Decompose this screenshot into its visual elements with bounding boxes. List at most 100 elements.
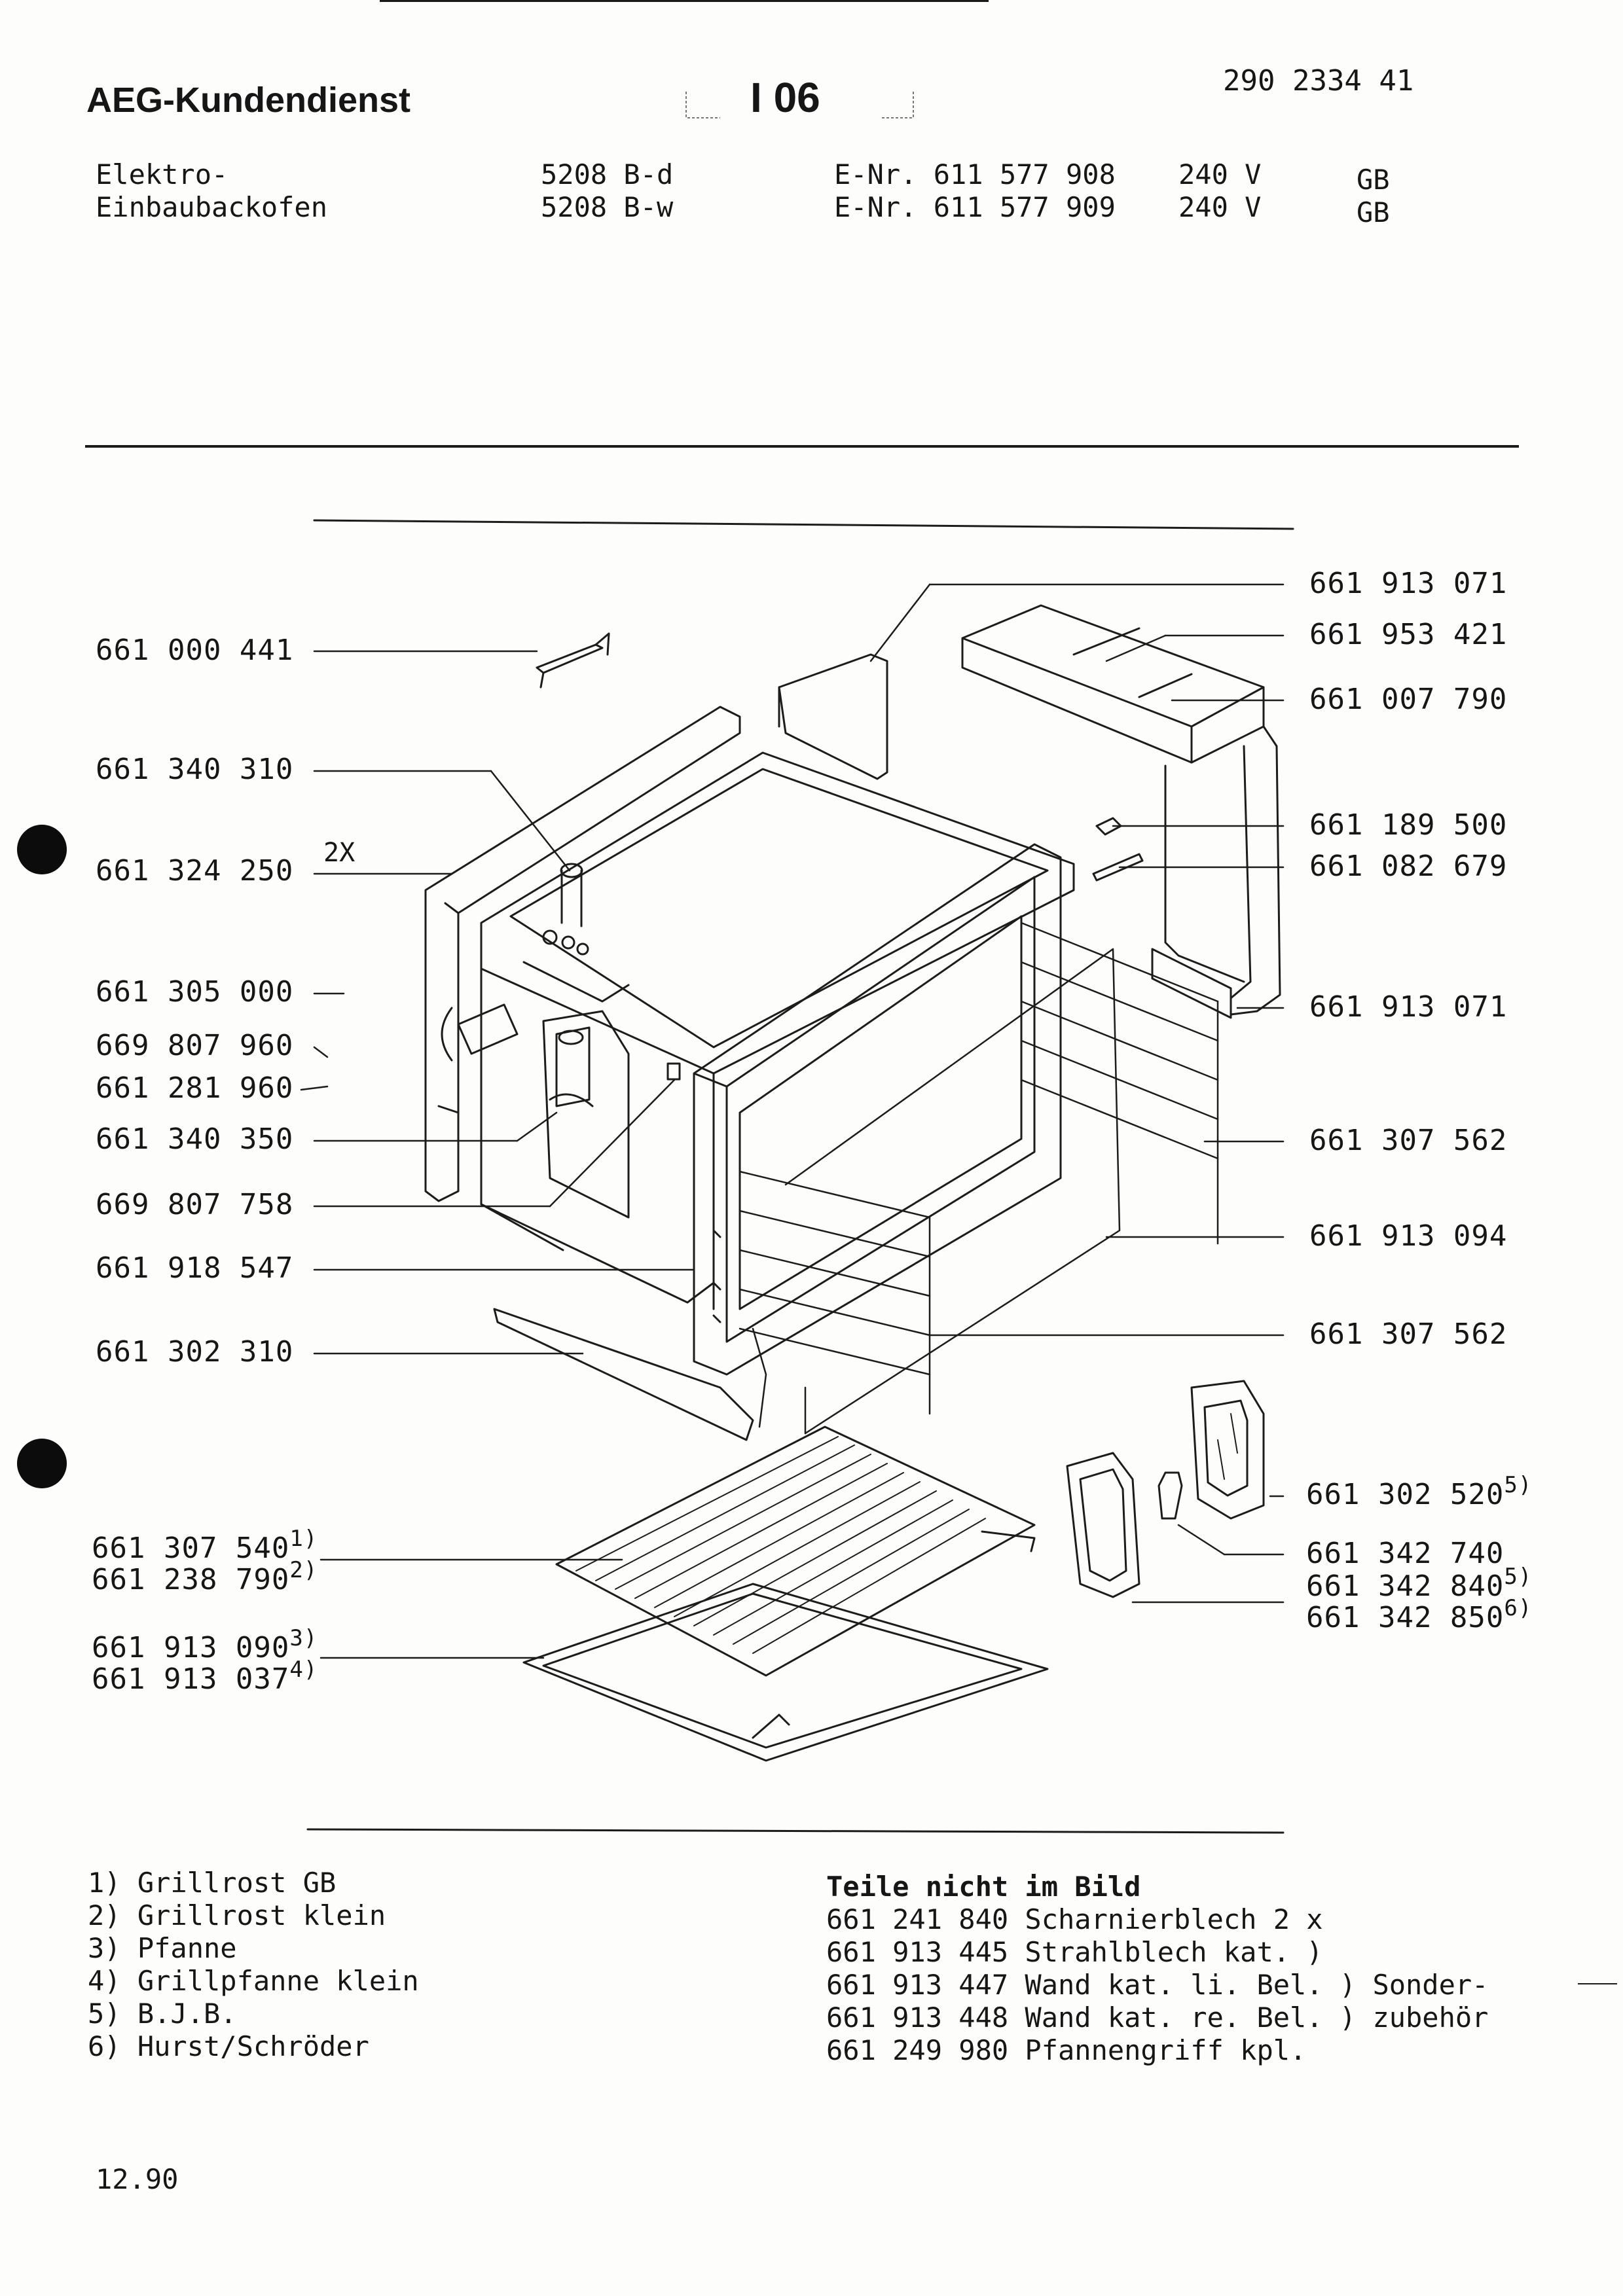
country-2: GB [1357,196,1390,228]
callout-right-10-label: 661 302 520 [1306,1478,1504,1511]
callout-left-1: 661 000 441 [96,634,294,667]
callout-left-3: 661 324 250 [96,854,294,888]
not-shown-item-5: 661 249 980 Pfannengriff kpl. [826,2034,1488,2067]
callout-right-11: 661 342 740 [1306,1537,1504,1570]
not-shown-item-1: 661 241 840 Scharnierblech 2 x [826,1903,1488,1936]
not-shown-item-3-text: 661 913 447 Wand kat. li. Bel. ) [826,1969,1357,2001]
top-edge-rule [380,0,989,2]
margin-tick [1578,1983,1617,1984]
footnotes-list: 1) Grillrost GB 2) Grillrost klein 3) Pf… [88,1867,419,2063]
callout-right-12-note: 5) [1504,1564,1533,1590]
grill-pan [522,1583,1049,1762]
drawing-bottom-rule [306,1828,1285,1834]
revision-date: 12.90 [96,2163,179,2195]
callout-left-14: 661 913 0374) [92,1657,318,1696]
callout-left-8: 669 807 758 [96,1188,294,1221]
callout-left-11: 661 307 5401) [92,1526,318,1565]
callout-left-14-label: 661 913 037 [92,1662,290,1696]
country-1: GB [1357,164,1390,196]
callout-right-3: 661 007 790 [1309,683,1508,716]
callout-left-6: 661 281 960 [96,1071,294,1105]
section-box-frame [685,92,914,118]
rear-shield-plate [778,653,888,780]
callout-right-13-note: 6) [1504,1595,1533,1621]
footnote-2: 2) Grillrost klein [88,1899,386,1931]
shelf-racks [739,922,1219,1435]
grill-rack [555,1426,1036,1677]
callout-left-11-note: 1) [289,1526,318,1552]
callout-left-13-note: 3) [289,1625,318,1651]
callout-right-2: 661 953 421 [1309,618,1508,651]
punch-hole-bottom [17,1439,67,1488]
not-shown-item-2-text: 661 913 445 Strahlblech kat. ) [826,1936,1323,1968]
not-shown-item-4-text: 661 913 448 Wand kat. re. Bel. ) [826,2001,1357,2034]
callout-left-10: 661 302 310 [96,1335,294,1369]
not-shown-title: Teile nicht im Bild [826,1871,1141,1903]
callout-left-7: 661 340 350 [96,1122,294,1156]
callout-left-12-note: 2) [289,1557,318,1583]
not-shown-item-1-text: 661 241 840 Scharnierblech 2 x [826,1903,1323,1935]
footnote-6: 6) Hurst/Schröder [88,2030,369,2062]
callout-right-5: 661 082 679 [1309,850,1508,883]
enr-2: E-Nr. 611 577 909 [834,191,1116,223]
footnote-3: 3) Pfanne [88,1932,237,1964]
model-1: 5208 B-d [541,158,674,190]
brand-title: AEG-Kundendienst [86,81,410,120]
product-line-2: Einbaubackofen [96,191,328,223]
drawing-top-rule [313,519,1294,530]
not-shown-item-5-text: 661 249 980 Pfannengriff kpl. [826,2034,1307,2066]
footnote-1: 1) Grillrost GB [88,1867,337,1899]
callout-right-10-note: 5) [1504,1472,1533,1498]
oven-cavity [480,751,1075,1310]
document-number: 290 2334 41 [1223,64,1414,98]
not-shown-item-3: 661 913 447 Wand kat. li. Bel. ) Sonder- [826,1969,1488,2001]
footnote-4: 4) Grillpfanne klein [88,1965,419,1997]
product-line-1: Elektro- [96,158,228,190]
callout-right-13: 661 342 8506) [1306,1595,1532,1634]
callout-left-5: 669 807 960 [96,1029,294,1062]
model-2: 5208 B-w [541,191,674,223]
lamp-assembly [1066,1380,1265,1598]
section-box [681,65,920,128]
punch-hole-top [17,825,67,874]
clip-parts [1092,817,1144,882]
callout-right-4: 661 189 500 [1309,808,1508,842]
callout-right-10: 661 302 5205) [1306,1472,1532,1511]
enr-1: E-Nr. 611 577 908 [834,158,1116,190]
leader-lines-right [869,583,1285,1604]
callout-left-2: 661 340 310 [96,753,294,786]
callout-left-11-label: 661 307 540 [92,1532,290,1565]
leader-lines-left [300,650,695,1659]
handle-part [536,632,610,689]
callout-left-3-qty: 2X [323,838,356,868]
callout-right-7: 661 307 562 [1309,1124,1508,1157]
callout-left-13-label: 661 913 090 [92,1631,290,1664]
callout-left-4: 661 305 000 [96,975,294,1009]
top-insulation [961,604,1281,1019]
front-frame [666,843,1062,1376]
not-shown-item-2: 661 913 445 Strahlblech kat. ) [826,1936,1488,1969]
callout-left-12: 661 238 7902) [92,1557,318,1596]
footnote-5: 5) B.J.B. [88,1998,237,2030]
not-shown-section: Teile nicht im Bild 661 241 840 Scharnie… [826,1871,1488,2067]
callout-left-12-label: 661 238 790 [92,1563,290,1596]
callout-left-14-note: 4) [289,1657,318,1683]
callout-right-1: 661 913 071 [1309,567,1508,600]
callout-left-13: 661 913 0903) [92,1625,318,1664]
not-shown-item-4: 661 913 448 Wand kat. re. Bel. ) zubehör [826,2001,1488,2034]
voltage-1: 240 V [1178,158,1262,190]
callout-right-12-label: 661 342 840 [1306,1570,1504,1603]
callout-right-12: 661 342 8405) [1306,1564,1532,1603]
callout-right-13-label: 661 342 850 [1306,1601,1504,1634]
left-side-panel [424,706,741,1202]
callout-right-8: 661 913 094 [1309,1219,1508,1253]
voltage-2: 240 V [1178,191,1262,223]
callout-left-9: 661 918 547 [96,1251,294,1285]
header-rule [85,445,1519,448]
callout-right-6: 661 913 071 [1309,990,1508,1024]
not-shown-item-4-bracket: zubehör [1372,2001,1489,2034]
section-code: I 06 [750,74,820,121]
bottom-element [493,1308,754,1441]
callout-right-9: 661 307 562 [1309,1318,1508,1351]
